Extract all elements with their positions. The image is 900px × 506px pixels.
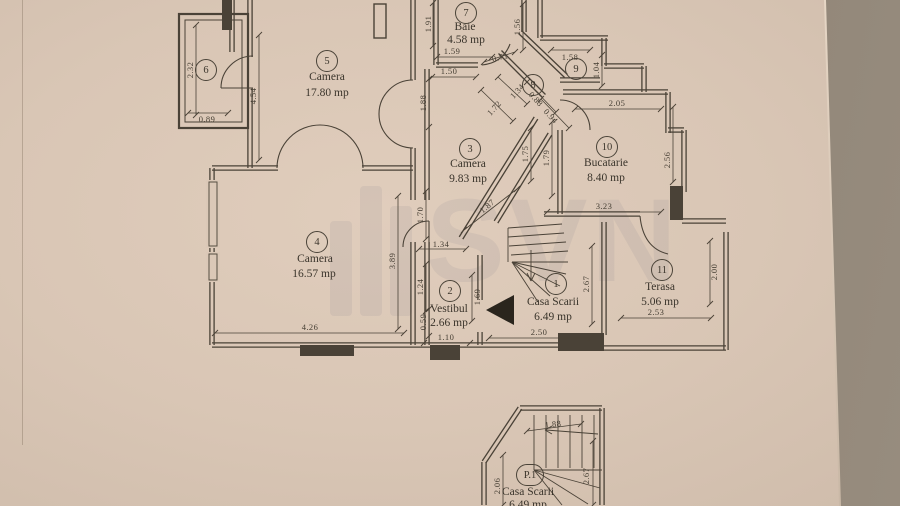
room4-windows <box>206 3 387 282</box>
dim-1-59: 1.59 <box>443 46 461 56</box>
room-1-area: 6.49 mp <box>534 311 572 323</box>
dim-0-89: 0.89 <box>198 114 216 124</box>
room-7-area: 4.58 mp <box>447 34 485 46</box>
room-10-name: Bucatarie <box>583 157 629 169</box>
dim-4-26: 4.26 <box>301 322 319 332</box>
room-9-number-badge: 9 <box>565 58 587 80</box>
room-2-number-badge: 2 <box>439 280 461 302</box>
dim-2-53: 2.53 <box>647 307 665 317</box>
room-4-number-badge: 4 <box>306 231 328 253</box>
dim-2-67-b: 2.67 <box>581 467 591 485</box>
dim-1-70: 1.70 <box>415 206 425 224</box>
dim-1-88-b: 1.88 <box>544 418 562 430</box>
room-p1-area: 6.49 mp <box>509 499 547 506</box>
dim-1-34-b: 1.34 <box>432 239 450 249</box>
room-5-number-badge: 5 <box>316 50 338 72</box>
dim-1-58: 1.58 <box>561 52 579 62</box>
dim-1-75: 1.75 <box>520 145 530 163</box>
dim-2-32: 2.32 <box>185 61 195 79</box>
room-8-number-badge: 8 <box>522 74 544 96</box>
dim-1-69: 1.69 <box>472 288 482 306</box>
dim-4-54: 4.54 <box>248 87 258 105</box>
dim-1-10: 1.10 <box>437 332 455 342</box>
dim-2-50: 2.50 <box>530 327 548 337</box>
room-p1-name: Casa Scarii <box>501 486 555 498</box>
dim-3-89: 3.89 <box>387 252 397 270</box>
dim-0-59: 0.59 <box>418 313 428 331</box>
room-5-area: 17.80 mp <box>305 87 349 99</box>
room-4-name: Camera <box>297 253 333 265</box>
room-11-number-badge: 11 <box>651 259 673 281</box>
dim-3-23: 3.23 <box>595 201 613 211</box>
dim-1-79: 1.79 <box>541 149 551 167</box>
room-3-name: Camera <box>450 158 486 170</box>
dim-2-06: 2.06 <box>492 477 502 495</box>
room-3-number-badge: 3 <box>459 138 481 160</box>
room-11-area: 5.06 mp <box>641 296 679 308</box>
room-11-name: Terasa <box>645 281 675 293</box>
dim-1-50: 1.50 <box>440 66 458 76</box>
room-6-number-badge: 6 <box>195 59 217 81</box>
dim-2-00: 2.00 <box>709 263 719 281</box>
room-4-area: 16.57 mp <box>292 268 336 280</box>
room-3-area: 9.83 mp <box>449 173 487 185</box>
dim-2-05: 2.05 <box>608 98 626 108</box>
dim-1-24: 1.24 <box>415 278 425 296</box>
dim-1-04: 1.04 <box>591 61 601 79</box>
dim-1-88-a: 1.88 <box>418 94 428 112</box>
room-p1-number-badge: P.1 <box>516 464 544 486</box>
room-2-name: Vestibul <box>430 303 468 315</box>
room-1-name: Casa Scarii <box>526 296 580 308</box>
dim-2-56: 2.56 <box>662 151 672 169</box>
room-5-name: Camera <box>309 71 345 83</box>
room-10-area: 8.40 mp <box>587 172 625 184</box>
room-7-number-badge: 7 <box>455 2 477 24</box>
walls-layer <box>209 0 729 505</box>
dim-2-67-a: 2.67 <box>581 275 591 293</box>
room-2-area: 2.66 mp <box>430 317 468 329</box>
room-1-number-badge: 1 <box>545 273 567 295</box>
room-7-name: Baie <box>454 21 476 33</box>
balcony-room6-outline <box>177 12 250 130</box>
dim-1-91: 1.91 <box>423 15 433 33</box>
paper-fold-line <box>22 0 23 445</box>
room-10-number-badge: 10 <box>596 136 618 158</box>
dim-1-56: 1.56 <box>512 18 522 36</box>
stairs-layer <box>486 223 602 506</box>
